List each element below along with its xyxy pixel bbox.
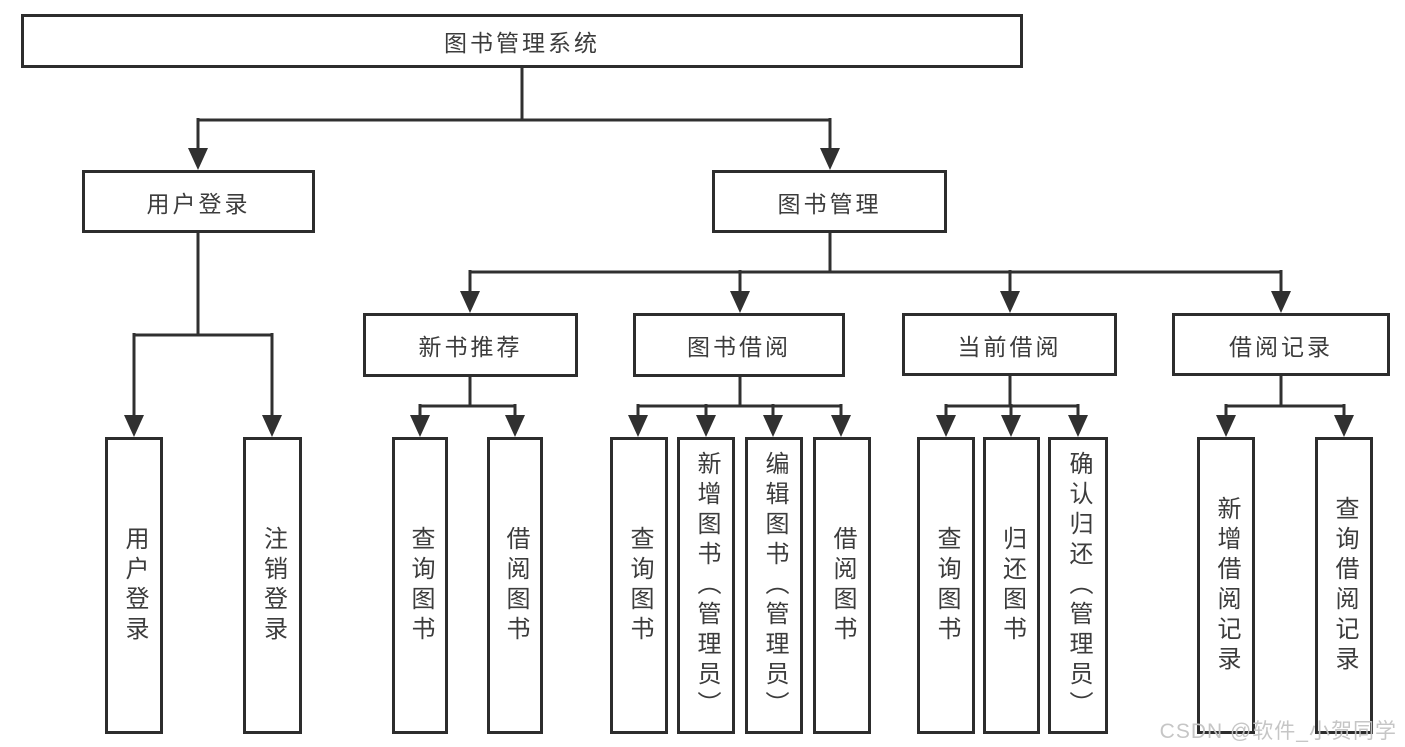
- leaf-add-book-admin-label: 新增图书（管理员）: [693, 450, 720, 721]
- leaf-query-books-current-label: 查询图书: [933, 525, 960, 646]
- node-borrow-records: 借阅记录: [1172, 313, 1390, 376]
- leaf-return-book-label: 归还图书: [998, 525, 1026, 646]
- node-book-borrowing: 图书借阅: [633, 313, 845, 377]
- node-book-management-label: 图书管理: [777, 190, 882, 217]
- leaf-borrow-books-borrowing: 借阅图书: [813, 437, 871, 734]
- node-library-system: 图书管理系统: [21, 14, 1023, 68]
- leaf-add-book-admin: 新增图书（管理员）: [677, 437, 735, 734]
- leaf-query-books-borrowing-label: 查询图书: [626, 525, 653, 646]
- node-new-book-recommend: 新书推荐: [363, 313, 578, 377]
- leaf-edit-book-admin-label: 编辑图书（管理员）: [761, 450, 788, 721]
- leaf-query-books-recommend: 查询图书: [392, 437, 448, 734]
- leaf-query-borrow-record: 查询借阅记录: [1315, 437, 1373, 734]
- leaf-edit-book-admin: 编辑图书（管理员）: [745, 437, 803, 734]
- leaf-user-login: 用户登录: [105, 437, 163, 734]
- node-user-login-label: 用户登录: [146, 190, 251, 217]
- node-book-management: 图书管理: [712, 170, 947, 233]
- leaf-query-books-current: 查询图书: [917, 437, 975, 734]
- leaf-query-books-recommend-label: 查询图书: [407, 525, 434, 646]
- leaf-query-borrow-record-label: 查询借阅记录: [1331, 495, 1358, 676]
- leaf-borrow-books-borrowing-label: 借阅图书: [829, 525, 856, 646]
- node-current-borrowing-label: 当前借阅: [957, 333, 1062, 360]
- leaf-logout: 注销登录: [243, 437, 302, 734]
- leaf-add-borrow-record: 新增借阅记录: [1197, 437, 1255, 734]
- node-new-book-recommend-label: 新书推荐: [418, 334, 523, 360]
- node-library-system-label: 图书管理系统: [444, 30, 600, 56]
- node-current-borrowing: 当前借阅: [902, 313, 1117, 376]
- leaf-logout-label: 注销登录: [259, 525, 287, 646]
- leaf-borrow-books-recommend: 借阅图书: [487, 437, 543, 734]
- leaf-query-books-borrowing: 查询图书: [610, 437, 668, 734]
- leaf-confirm-return-admin-label: 确认归还（管理员）: [1065, 450, 1092, 721]
- node-book-borrowing-label: 图书借阅: [687, 334, 791, 360]
- leaf-borrow-books-recommend-label: 借阅图书: [502, 525, 529, 646]
- leaf-add-borrow-record-label: 新增借阅记录: [1213, 495, 1240, 676]
- node-user-login: 用户登录: [82, 170, 315, 233]
- node-borrow-records-label: 借阅记录: [1229, 333, 1333, 360]
- leaf-confirm-return-admin: 确认归还（管理员）: [1048, 437, 1108, 734]
- leaf-return-book: 归还图书: [983, 437, 1040, 734]
- leaf-user-login-label: 用户登录: [121, 525, 148, 646]
